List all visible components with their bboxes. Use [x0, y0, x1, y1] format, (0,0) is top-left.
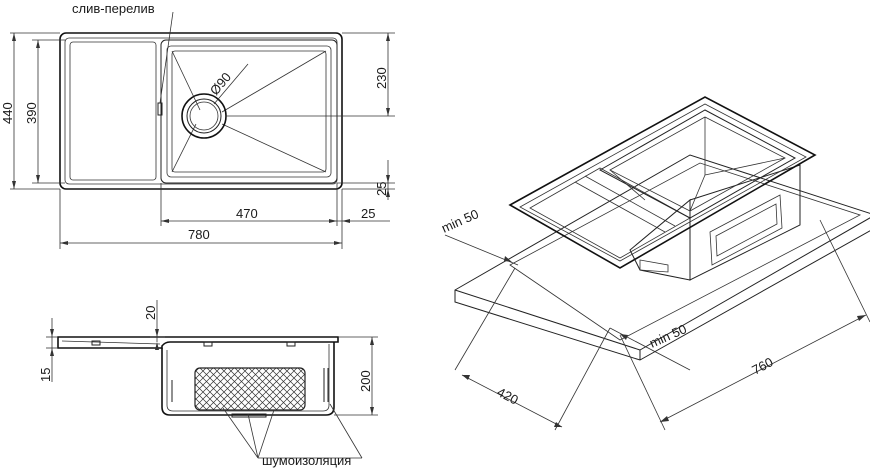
- deck-profile: [57, 336, 339, 349]
- bowl-outline: [160, 39, 338, 184]
- dim-inner-height: 390: [24, 102, 39, 124]
- dim-drain-diameter: Ø90: [207, 69, 234, 97]
- label-insulation: шумоизоляция: [262, 453, 351, 468]
- dim-min-left: min 50: [439, 206, 481, 236]
- drain: [181, 93, 227, 139]
- dim-rim: 20: [143, 306, 158, 320]
- dim-bowl-width: 470: [236, 206, 258, 221]
- dim-iso-depth: 420: [495, 384, 521, 407]
- dim-min-right: min 50: [647, 321, 689, 351]
- dim-depth: 200: [358, 370, 373, 392]
- dim-iso-length: 760: [749, 354, 775, 377]
- drainboard: [69, 41, 157, 181]
- dim-bottom-margin: 25: [374, 182, 389, 196]
- isometric-view: min 50 min 50 420 760: [439, 96, 870, 431]
- top-view: Ø90 слив-перелив 780 470 25 440 390: [0, 1, 395, 249]
- countertop: [454, 154, 870, 361]
- label-overflow: слив-перелив: [72, 1, 155, 16]
- dim-height-total: 440: [0, 102, 15, 124]
- side-view: 20 15 200 шумоизоляция: [38, 300, 378, 468]
- insulation-pad: [194, 367, 306, 411]
- dim-drain-offset: 230: [374, 67, 389, 89]
- dim-right-margin: 25: [361, 206, 375, 221]
- sink-rim: [508, 96, 817, 269]
- sink-outline: [59, 32, 343, 190]
- dim-width-total: 780: [188, 227, 210, 242]
- dim-deck: 15: [38, 368, 53, 382]
